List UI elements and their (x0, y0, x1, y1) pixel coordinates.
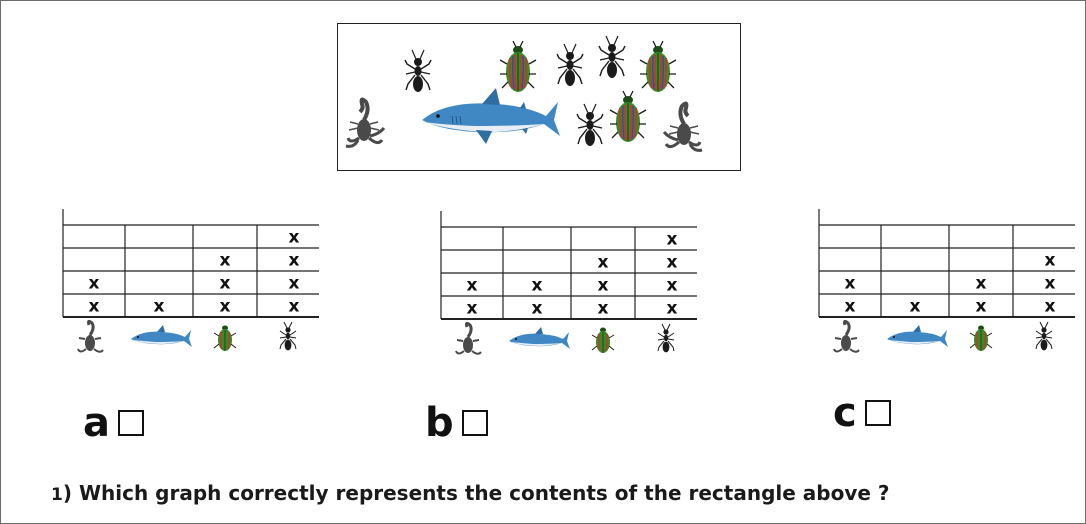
beetle-icon (213, 325, 237, 351)
tally-mark: x (89, 274, 100, 294)
scorpion-icon (662, 101, 704, 153)
beetle-icon (639, 40, 677, 93)
shark-icon (887, 325, 948, 347)
scorpion-icon (455, 321, 482, 355)
tally-mark: x (1045, 251, 1056, 271)
tally-mark: x (220, 251, 231, 271)
tally-mark: x (1045, 297, 1056, 317)
tally-mark: x (667, 299, 678, 319)
choice-a[interactable]: a (83, 403, 144, 443)
ant-icon (404, 49, 432, 93)
choice-b-label: b (425, 400, 454, 446)
scorpion-icon (77, 319, 104, 353)
scorpion-icon (344, 97, 386, 149)
ant-icon (279, 321, 297, 351)
tally-mark: x (667, 253, 678, 273)
shark-icon (421, 87, 561, 145)
beetle-icon (609, 90, 647, 143)
question-body: ) Which graph correctly represents the c… (62, 481, 890, 505)
ant-icon (657, 323, 675, 353)
choice-c[interactable]: c (833, 393, 891, 433)
tally-mark: x (532, 299, 543, 319)
tally-mark: x (598, 299, 609, 319)
beetle-icon (499, 40, 537, 93)
tally-mark: x (1045, 274, 1056, 294)
tally-mark: x (289, 251, 300, 271)
choice-b-checkbox[interactable] (461, 410, 488, 436)
choice-a-checkbox[interactable] (118, 410, 144, 436)
tally-mark: x (910, 297, 921, 317)
tally-mark: x (845, 297, 856, 317)
shark-icon (131, 325, 192, 347)
tally-mark: x (289, 228, 300, 248)
tally-mark: x (845, 274, 856, 294)
question-text: 1) Which graph correctly represents the … (51, 481, 890, 505)
scorpion-icon (833, 319, 860, 353)
tally-mark: x (976, 297, 987, 317)
choice-c-checkbox[interactable] (864, 400, 891, 426)
tally-mark: x (467, 299, 478, 319)
ant-icon (576, 103, 604, 147)
beetle-icon (591, 327, 615, 353)
tally-mark: x (154, 297, 165, 317)
tally-mark: x (532, 276, 543, 296)
ant-icon (556, 43, 584, 87)
tally-mark: x (976, 274, 987, 294)
choice-c-label: c (833, 390, 857, 436)
tally-mark: x (289, 297, 300, 317)
choice-a-label: a (83, 400, 110, 446)
tally-mark: x (289, 274, 300, 294)
question-number: 1 (51, 485, 63, 505)
shark-icon (509, 327, 570, 349)
tally-mark: x (220, 274, 231, 294)
tally-mark: x (667, 276, 678, 296)
tally-mark: x (467, 276, 478, 296)
beetle-icon (969, 325, 993, 351)
creatures-rectangle (337, 23, 741, 171)
ant-icon (598, 35, 626, 79)
tally-mark: x (89, 297, 100, 317)
choice-b[interactable]: b (425, 403, 488, 443)
tally-mark: x (598, 276, 609, 296)
tally-mark: x (220, 297, 231, 317)
ant-icon (1035, 321, 1053, 351)
tally-mark: x (598, 253, 609, 273)
tally-mark: x (667, 230, 678, 250)
